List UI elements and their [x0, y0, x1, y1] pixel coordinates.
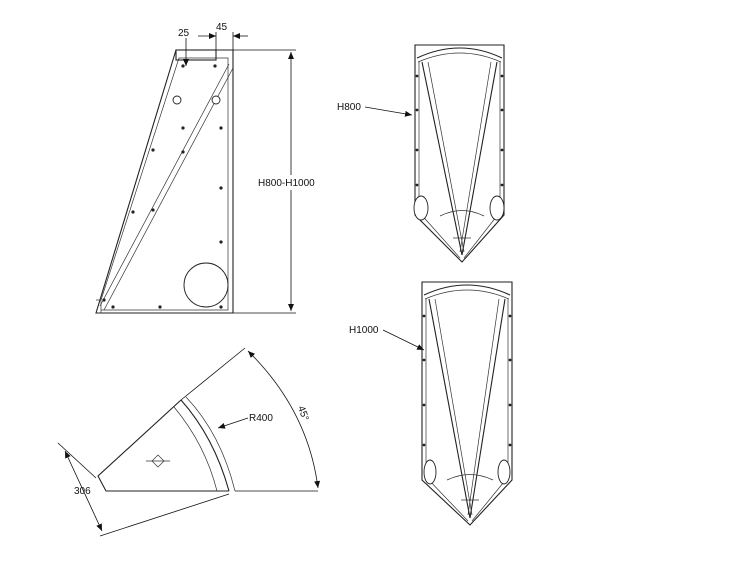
rivet-dots: [102, 64, 223, 309]
front-view-h1000: H1000: [349, 281, 513, 526]
dim-25-label: 25: [178, 28, 190, 39]
radius-label: R400: [249, 413, 273, 424]
front-view-h800: H800: [337, 44, 505, 263]
h800-label: H800: [337, 102, 361, 113]
dim-45-label: 45: [216, 22, 228, 33]
mount-hole: [211, 95, 221, 105]
mount-hole: [172, 95, 182, 105]
width-label: 306: [74, 486, 91, 497]
side-view: 25 45 H800-H1000: [95, 22, 315, 314]
dim-height-label: H800-H1000: [258, 178, 315, 189]
angle-label: 45°: [295, 405, 311, 423]
plan-view: 45° R400 306: [57, 347, 321, 537]
h1000-label: H1000: [349, 325, 379, 336]
cable-hole: [183, 262, 229, 308]
